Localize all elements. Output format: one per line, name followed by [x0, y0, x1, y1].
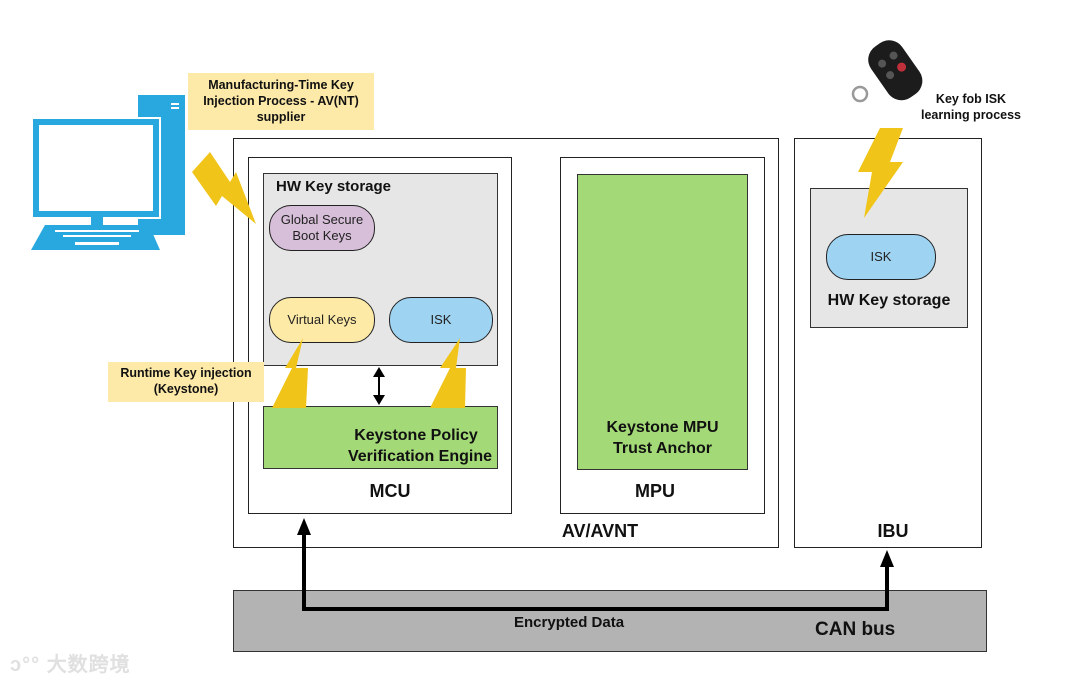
- global-secure-boot-keys: Global Secure Boot Keys: [269, 205, 375, 251]
- keyfob-note: Key fob ISK learning process: [906, 91, 1036, 123]
- manufacturing-note: Manufacturing-Time Key Injection Process…: [188, 73, 374, 130]
- lightning-manufacturing: [192, 152, 256, 224]
- anchor-line: Keystone MPU: [606, 419, 719, 436]
- watermark-text: 大数跨境: [46, 654, 131, 676]
- can-bus: [233, 590, 987, 652]
- mcu-label: MCU: [369, 481, 411, 501]
- arrow-up-mcu: [297, 518, 311, 535]
- ibu-isk-key: ISK: [826, 234, 936, 280]
- engine-line: Verification Engine: [347, 448, 492, 465]
- encrypted-data-path: [302, 530, 889, 611]
- key-label: Virtual Keys: [287, 312, 357, 327]
- note-line: learning process: [920, 108, 1022, 122]
- runtime-injection-note: Runtime Key injection (Keystone): [108, 362, 264, 402]
- note-line: Injection Process - AV(NT): [203, 94, 359, 108]
- virtual-keys: Virtual Keys: [269, 297, 375, 343]
- computer-icon: [25, 90, 195, 255]
- key-label: Boot Keys: [292, 228, 352, 243]
- anchor-line: Trust Anchor: [613, 440, 712, 457]
- engine-line: Keystone Policy: [354, 427, 478, 444]
- keystone-policy-engine: [263, 406, 498, 469]
- lightning-virtual-keys: [272, 338, 308, 408]
- mcu-hw-key-storage-title: HW Key storage: [276, 178, 392, 195]
- encrypted-data-label: Encrypted Data: [514, 614, 625, 631]
- can-bus-label: CAN bus: [815, 619, 896, 640]
- note-line: Manufacturing-Time Key: [208, 78, 354, 92]
- note-line: Runtime Key injection: [120, 366, 252, 380]
- trust-anchor-label: Keystone MPU Trust Anchor: [577, 417, 748, 459]
- av-avnt-label: AV/AVNT: [561, 521, 639, 541]
- watermark-logo-icon: ↄ°°: [10, 654, 41, 676]
- watermark: ↄ°° 大数跨境: [10, 648, 131, 677]
- mpu-label: MPU: [635, 481, 675, 501]
- keystone-policy-engine-label: Keystone Policy Verification Engine: [320, 425, 496, 467]
- key-fob-icon: [848, 32, 932, 108]
- ibu-label: IBU: [877, 521, 909, 541]
- arrow-up-ibu: [880, 550, 894, 567]
- lightning-isk: [430, 338, 466, 408]
- ibu-hw-key-storage-title: HW Key storage: [827, 292, 951, 309]
- keystone-mpu-trust-anchor: [577, 174, 748, 470]
- note-line: Key fob ISK: [935, 92, 1007, 106]
- note-line: supplier: [256, 110, 306, 124]
- key-label: Global Secure: [280, 212, 364, 227]
- mcu-isk-key: ISK: [389, 297, 493, 343]
- note-line: (Keystone): [153, 382, 219, 396]
- lightning-keyfob: [858, 128, 903, 218]
- key-label: ISK: [870, 249, 892, 264]
- key-label: ISK: [430, 312, 452, 327]
